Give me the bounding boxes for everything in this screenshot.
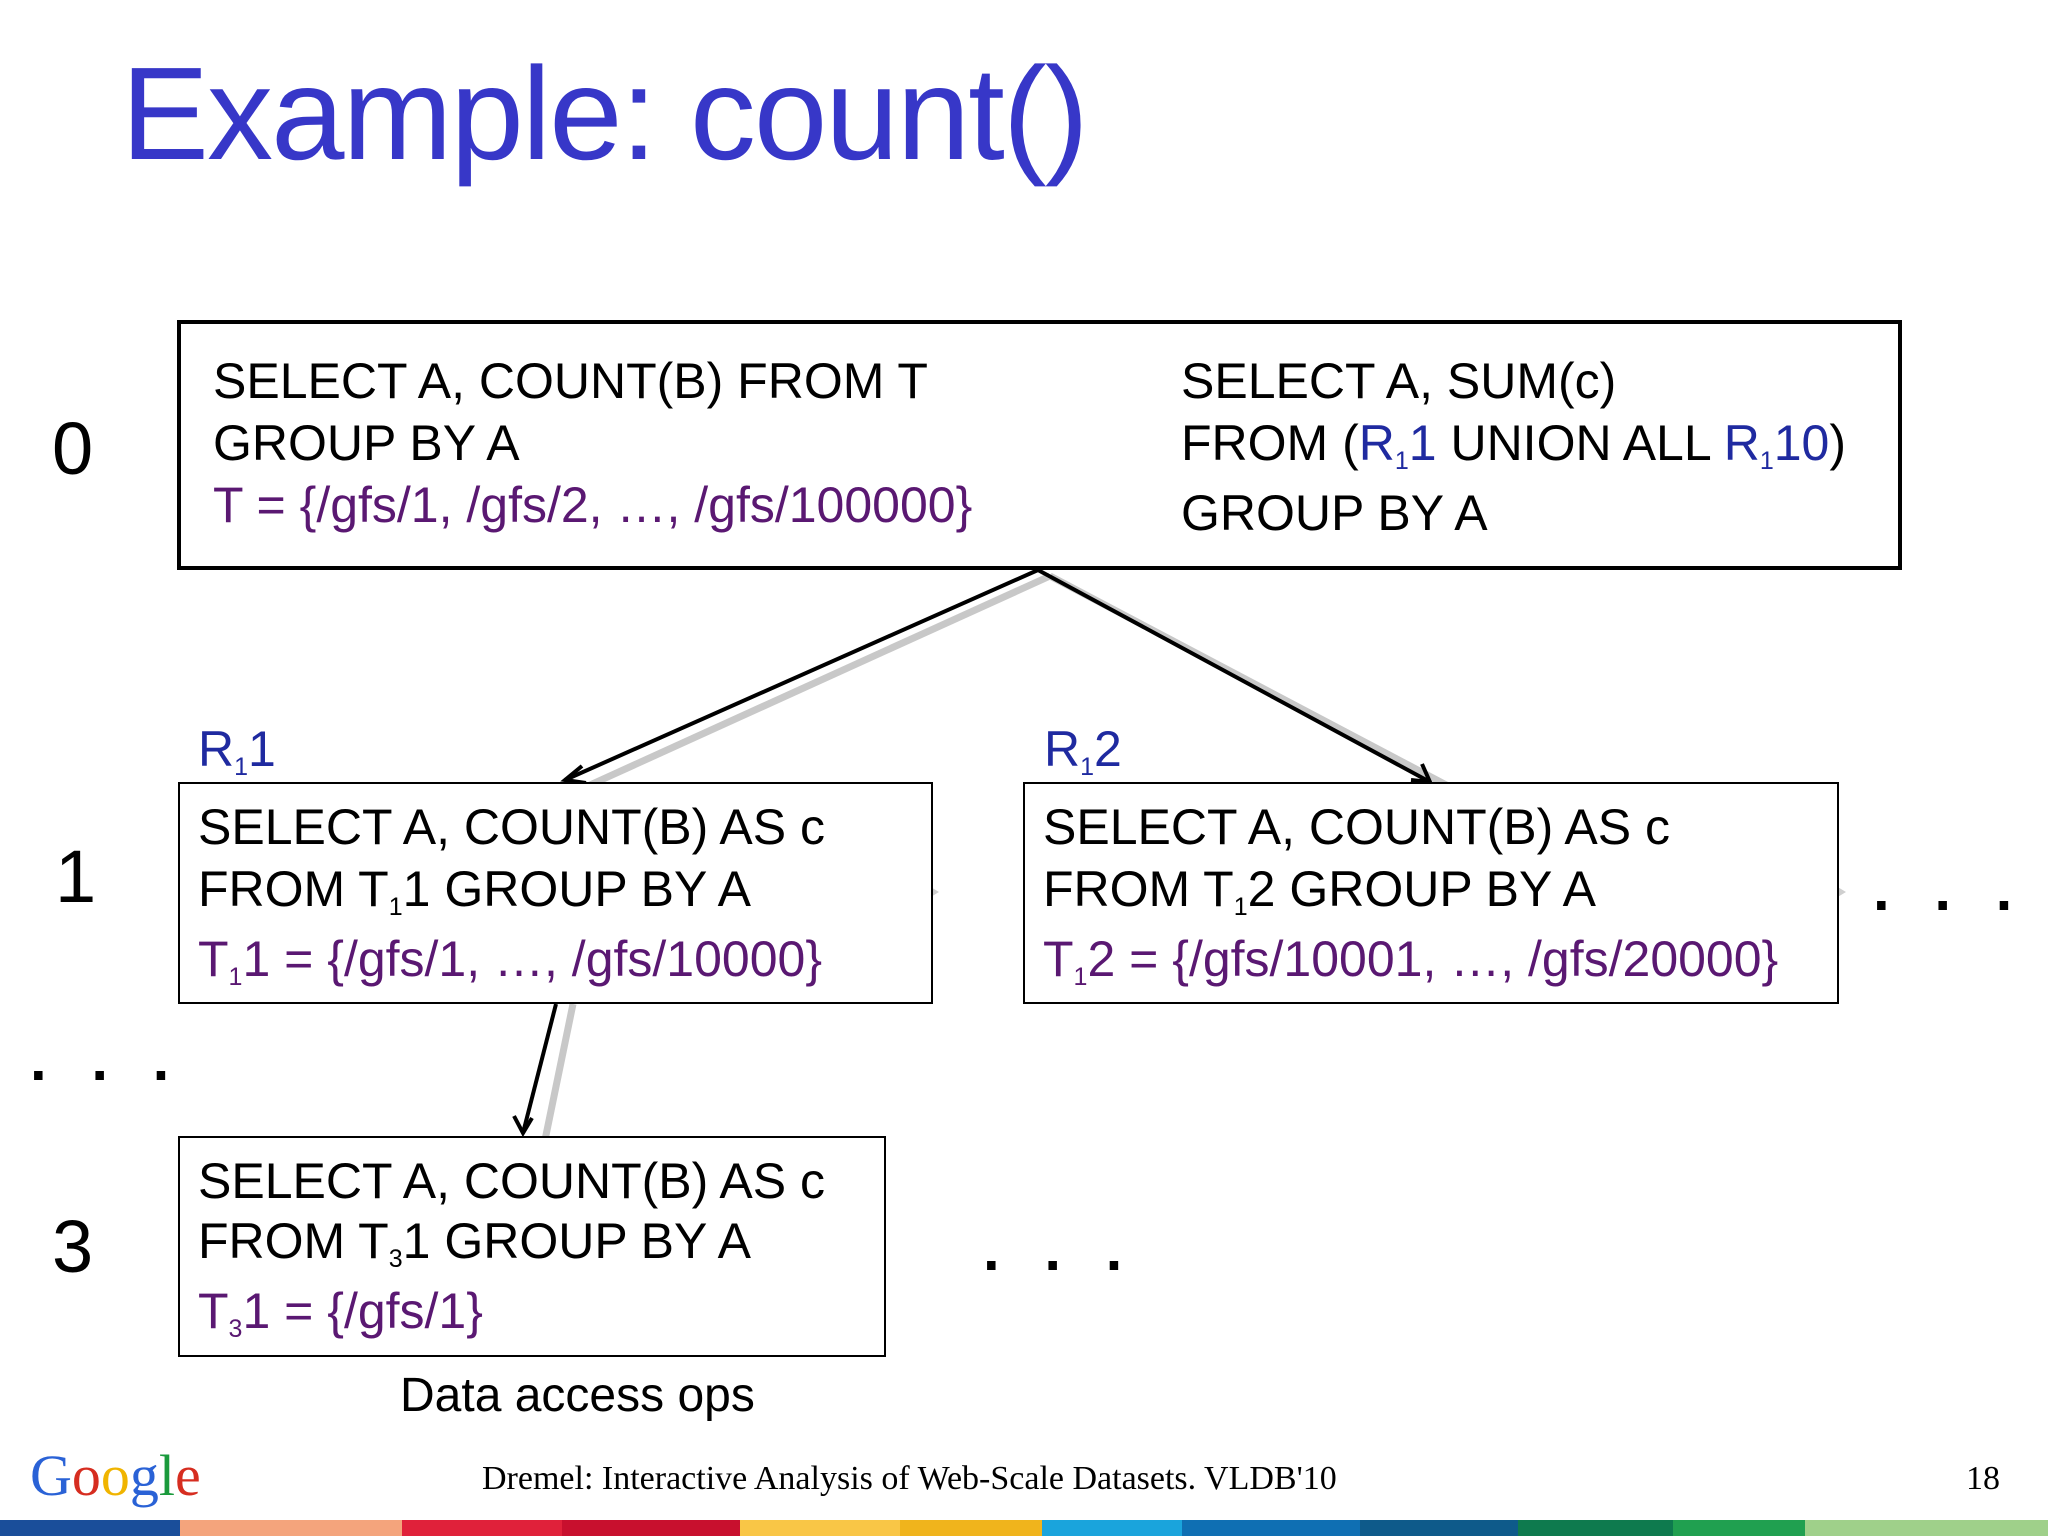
r1-1-ref: R11 [1358, 415, 1437, 475]
r1-to-leaf-line [521, 1003, 558, 1134]
color-strip-segment [0, 1520, 180, 1536]
intermediate-server-box-2 [1023, 782, 1839, 1004]
r1-label: R11 [198, 721, 276, 781]
root-to-r2-line [1037, 568, 1431, 784]
color-strip-segment [1182, 1520, 1360, 1536]
leaf-query-line-1: SELECT A, COUNT(B) AS c [198, 1153, 826, 1209]
r1-table-definition: T11 = {/gfs/1, …, /gfs/10000} [198, 931, 823, 991]
r2-label: R12 [1044, 721, 1122, 781]
r1-to-leaf-arrowhead [512, 1115, 534, 1138]
color-strip-segment [1518, 1520, 1673, 1536]
r1-query-line-2: FROM T11 GROUP BY A [198, 861, 751, 921]
root-rewritten-line-3: GROUP BY A [1181, 485, 1488, 541]
color-strip-segment [562, 1520, 740, 1536]
leaf-server-box [178, 1136, 886, 1357]
color-strip-segment [1673, 1520, 1805, 1536]
root-query-line-2: GROUP BY A [213, 415, 520, 471]
footer-citation: Dremel: Interactive Analysis of Web-Scal… [482, 1460, 1337, 1497]
page-number: 18 [1966, 1460, 2000, 1497]
slide-title: Example: count() [121, 40, 1089, 187]
data-access-caption: Data access ops [400, 1369, 755, 1422]
level-ellipsis: . . . [30, 1026, 184, 1093]
leaf-table-definition: T31 = {/gfs/1} [198, 1283, 483, 1343]
root-rewritten-line-2: FROM (R11 UNION ALL R110) [1181, 415, 1846, 475]
connector-lines [512, 568, 1434, 1138]
root-server-box [177, 320, 1902, 570]
root-rewritten-line-1: SELECT A, SUM(c) [1181, 353, 1617, 409]
color-strip-segment [900, 1520, 1042, 1536]
color-strip-segment [1042, 1520, 1182, 1536]
root-query-line-1: SELECT A, COUNT(B) FROM T [213, 353, 928, 409]
root-to-r1-line [564, 568, 1039, 782]
color-strip-segment [1360, 1520, 1518, 1536]
from-text: FROM ( [1181, 415, 1359, 471]
color-strip-segment [1805, 1520, 2048, 1536]
union-all-text: UNION ALL [1436, 415, 1724, 471]
r1-query-line-1: SELECT A, COUNT(B) AS c [198, 799, 826, 855]
color-strip-segment [402, 1520, 562, 1536]
level-label-1: 1 [55, 835, 97, 918]
r2-query-line-1: SELECT A, COUNT(B) AS c [1043, 799, 1671, 855]
r1-10-ref: R110 [1723, 415, 1830, 475]
intermediate-server-box-1 [178, 782, 933, 1004]
leaf-query-line-2: FROM T31 GROUP BY A [198, 1213, 751, 1273]
r2-table-definition: T12 = {/gfs/10001, …, /gfs/20000} [1043, 931, 1779, 991]
leaf-level-ellipsis: . . . [983, 1216, 1137, 1283]
color-strip-segment [740, 1520, 900, 1536]
level1-ellipsis: . . . [1873, 856, 2027, 923]
color-strip-segment [180, 1520, 402, 1536]
root-table-definition: T = {/gfs/1, /gfs/2, …, /gfs/100000} [213, 477, 973, 533]
level-label-0: 0 [52, 407, 94, 490]
r2-query-line-2: FROM T12 GROUP BY A [1043, 861, 1596, 921]
google-logo: Google [30, 1443, 201, 1508]
level-label-3: 3 [52, 1205, 94, 1288]
